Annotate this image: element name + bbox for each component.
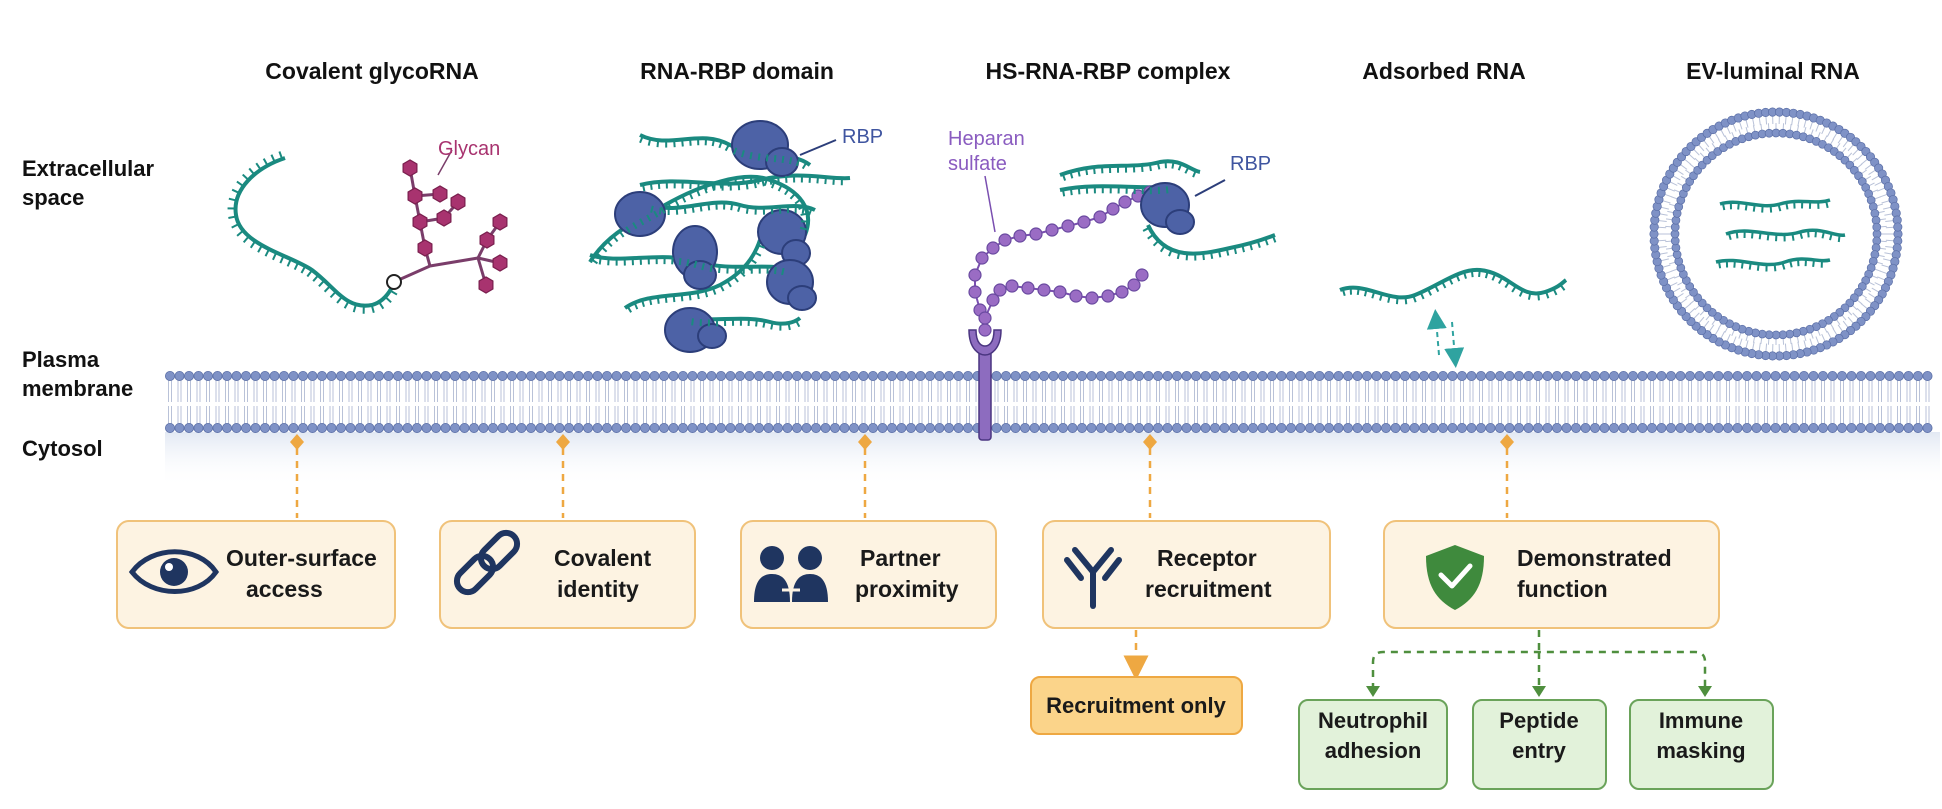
proteoglycan-receptor [978, 349, 992, 441]
column-title-ev-luminal-rna: EV-luminal RNA [1686, 58, 1860, 84]
box-label-line2: function [1517, 576, 1608, 602]
box-label-line2: access [246, 576, 323, 602]
feature-box-receptor-recruitment: Receptor recruitment [1042, 520, 1331, 629]
function-box-peptide-entry: Peptide entry [1472, 699, 1607, 790]
function-label-line1: Immune [1659, 708, 1743, 733]
hs-rna-rbp-complex-illustration: RBP Heparan sulfate [948, 128, 1277, 441]
connector-diamonds [290, 434, 1514, 450]
box-label-line2: proximity [855, 576, 959, 602]
column-title-hs-rna-rbp-complex: HS-RNA-RBP complex [986, 58, 1231, 84]
shield-check-icon [1426, 545, 1484, 610]
region-label-cytosol: Cytosol [22, 436, 103, 461]
link-icon [453, 529, 521, 596]
region-label-plasma: Plasma [22, 347, 100, 372]
cytosol-shading [165, 432, 1940, 487]
box-label-line1: Demonstrated [1517, 545, 1672, 571]
column-title-rna-rbp-domain: RNA-RBP domain [640, 58, 834, 84]
box-label-line2: recruitment [1145, 576, 1272, 602]
recruitment-only-badge: Recruitment only [1030, 676, 1243, 735]
function-label-line1: Neutrophil [1318, 708, 1428, 733]
box-label-line1: Outer-surface [226, 545, 377, 571]
heparan-label: Heparan [948, 128, 1025, 150]
function-label-line2: entry [1512, 738, 1567, 763]
rna-rbp-domain-illustration: RBP [588, 120, 883, 353]
region-label-extracellular: Extracellular [22, 156, 155, 181]
box-label-line1: Receptor [1157, 545, 1257, 571]
region-label-space: space [22, 185, 84, 210]
ev-luminal-rna-illustration [1649, 107, 1903, 361]
feature-box-partner-proximity: Partner proximity [740, 520, 997, 629]
function-arrowheads [1366, 686, 1712, 697]
function-label-line2: masking [1656, 738, 1745, 763]
column-title-covalent-glycorna: Covalent glycoRNA [265, 58, 478, 84]
people-icon [754, 546, 828, 602]
feature-box-demonstrated-function: Demonstrated function [1383, 520, 1720, 629]
glycan-label: Glycan [438, 138, 500, 160]
function-box-immune-masking: Immune masking [1629, 699, 1774, 790]
function-label-line1: Peptide [1499, 708, 1578, 733]
feature-box-outer-surface-access: Outer-surface access [116, 520, 396, 629]
function-label-line2: adhesion [1325, 738, 1422, 763]
rbp-label-1: RBP [842, 126, 883, 148]
membrane-to-box-connectors [295, 448, 1509, 518]
adsorbed-rna-illustration [1339, 267, 1568, 368]
covalent-glycorna-illustration: Glycan [227, 138, 508, 314]
box-label-line1: Partner [860, 545, 941, 571]
eye-icon [128, 549, 220, 594]
column-title-adsorbed-rna: Adsorbed RNA [1362, 58, 1526, 84]
function-connectors [1371, 630, 1707, 690]
feature-box-covalent-identity: Covalent identity [439, 520, 696, 629]
plasma-membrane-bilayer [164, 370, 1933, 433]
box-label-line1: Covalent [554, 545, 651, 571]
recruitment-only-label: Recruitment only [1046, 693, 1226, 718]
function-box-neutrophil-adhesion: Neutrophil adhesion [1298, 699, 1448, 790]
rbp-label-2: RBP [1230, 153, 1271, 175]
region-label-membrane: membrane [22, 376, 133, 401]
antibody-icon [1064, 547, 1122, 609]
box-label-line2: identity [557, 576, 639, 602]
sulfate-label: sulfate [948, 153, 1007, 175]
